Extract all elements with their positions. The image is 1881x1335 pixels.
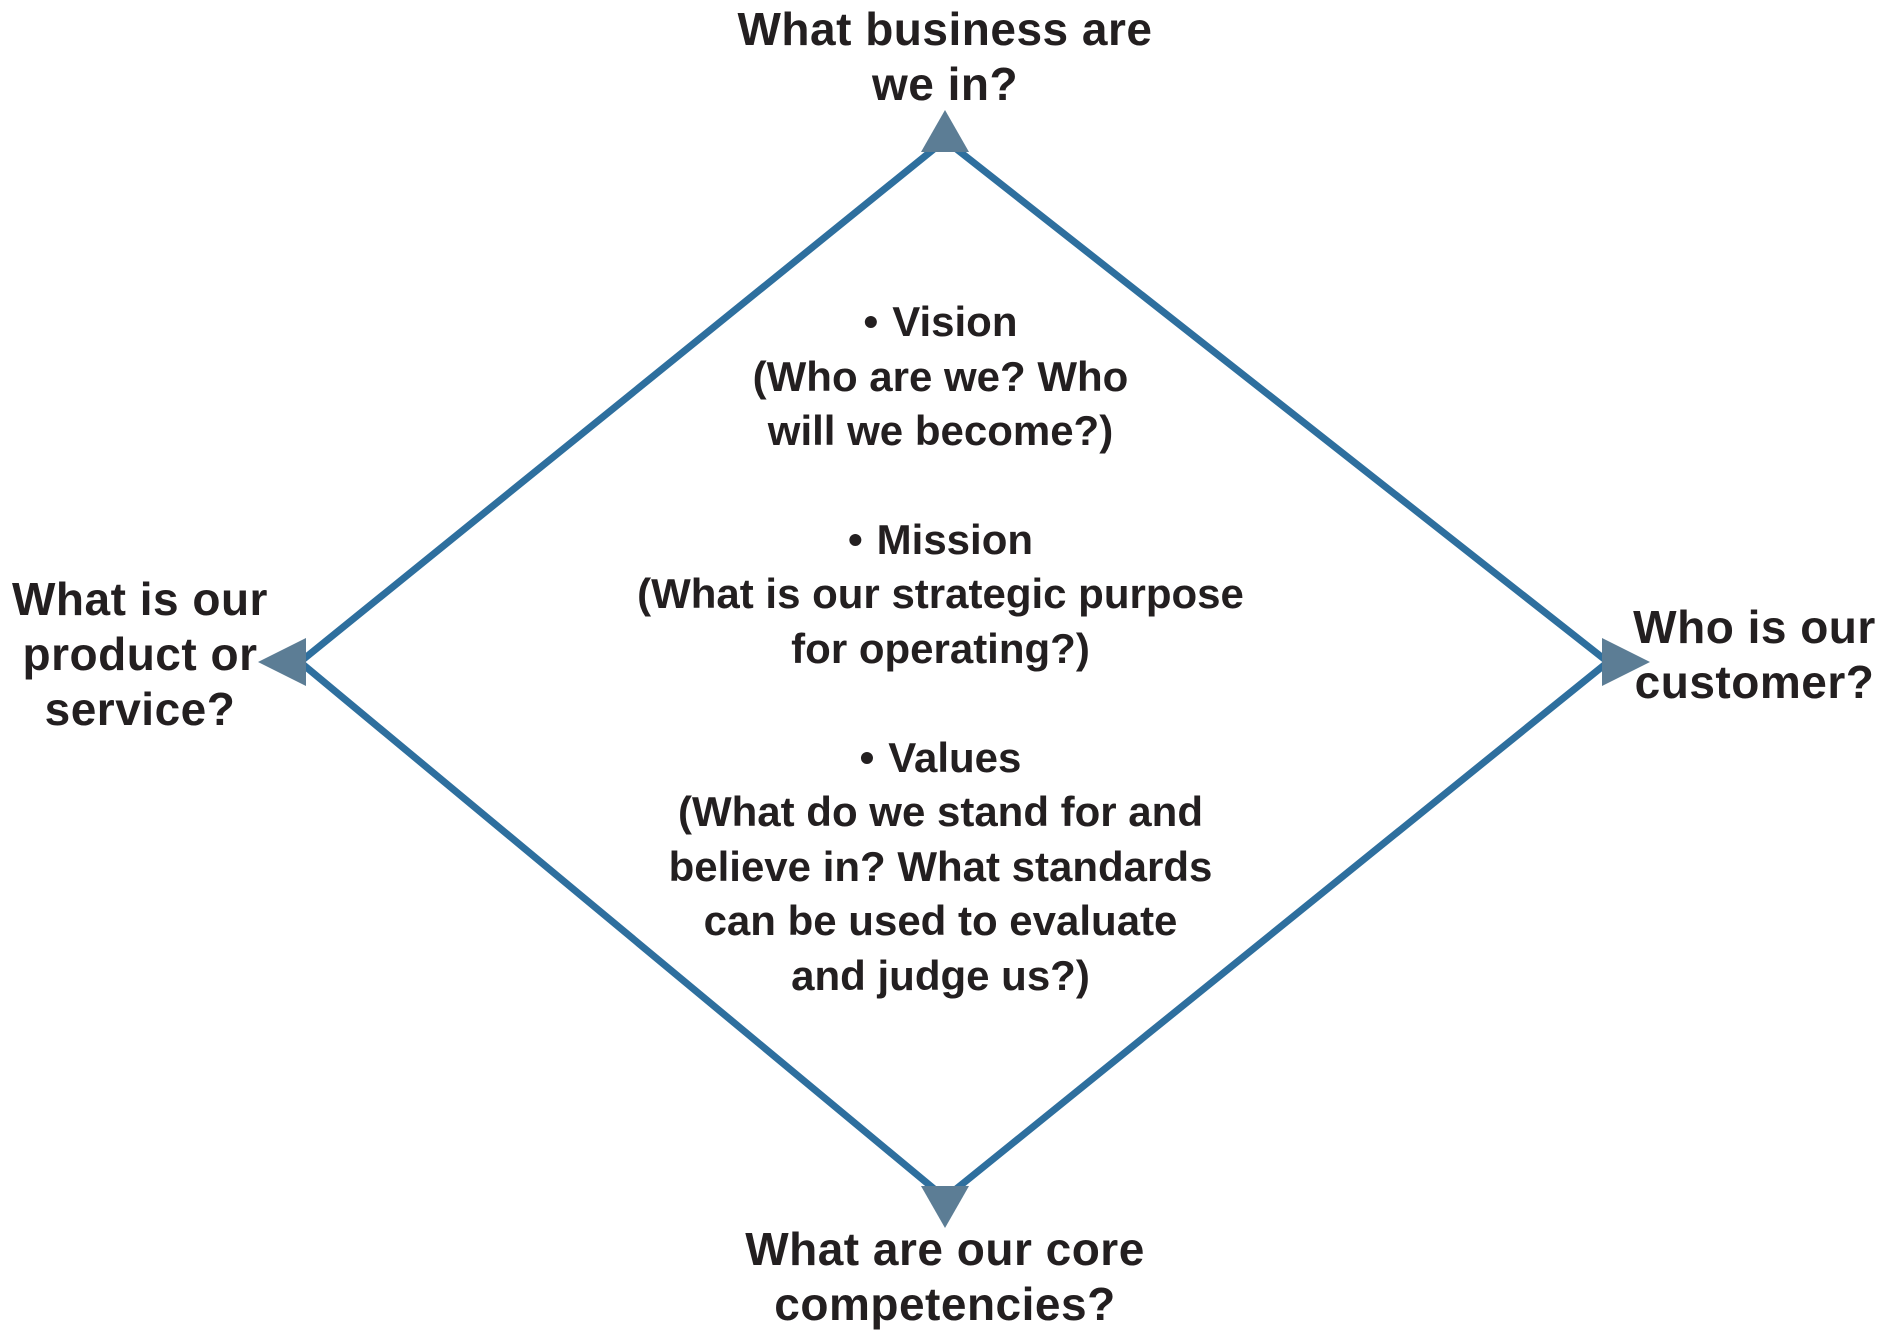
item-title: Mission [876,515,1034,563]
arrow-up-icon [921,110,969,152]
corner-label-customer: Who is our customer? [1633,601,1876,709]
bullet-icon: • [859,733,875,781]
bullet-icon: • [863,298,879,345]
item-title-line: • Values [541,731,1341,786]
item-title: Values [888,733,1022,781]
arrow-left-icon [258,638,306,686]
corner-label-business: What business are we in? [737,3,1153,111]
corner-label-product: What is our product or service? [12,573,268,736]
list-item-values: • Values (What do we stand for and believ… [541,731,1341,1004]
list-item-vision: • Vision (Who are we? Who will we become?… [541,295,1341,459]
list-item-mission: • Mission (What is our strategic purpose … [541,513,1341,677]
item-title-line: • Vision [541,295,1341,350]
bullet-icon: • [847,515,863,563]
item-desc: (Who are we? Who will we become?) [752,352,1129,455]
arrow-down-icon [921,1186,969,1228]
diamond-center-content: • Vision (Who are we? Who will we become?… [541,295,1341,1004]
item-title-line: • Mission [541,513,1341,568]
item-desc: (What is our strategic purpose for opera… [637,570,1244,672]
corner-label-competencies: What are our core competencies? [745,1223,1145,1331]
item-desc: (What do we stand for and believe in? Wh… [668,788,1213,999]
item-title: Vision [892,298,1018,345]
arrow-right-icon [1602,638,1650,686]
